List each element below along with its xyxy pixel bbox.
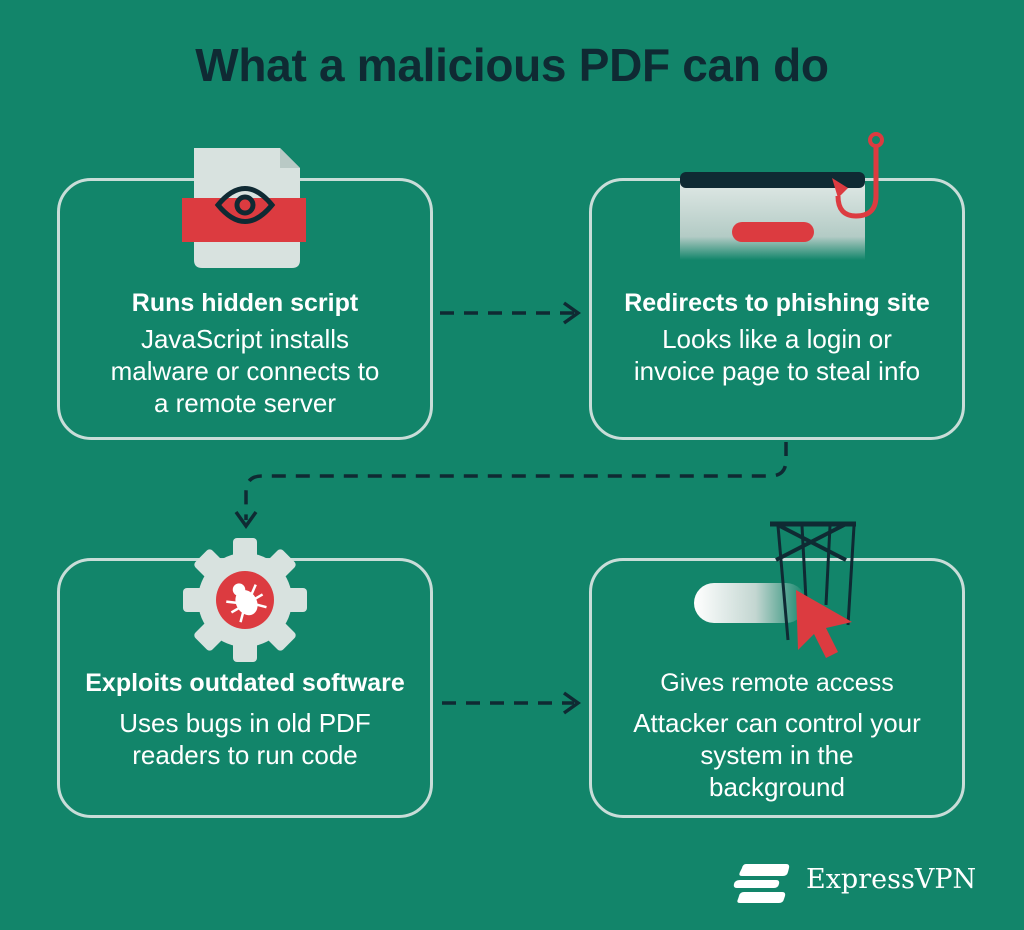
card-title: Gives remote access <box>660 669 894 697</box>
card-title: Redirects to phishing site <box>624 289 930 317</box>
card-description: Attacker can control your system in the … <box>633 708 921 802</box>
brand-name: ExpressVPN <box>806 864 977 895</box>
card-runs-hidden-script: Runs hidden script JavaScript installs m… <box>57 178 433 440</box>
connector-arrow-2-to-3 <box>244 442 788 520</box>
brand-logo: ExpressVPN <box>732 858 992 906</box>
expressvpn-logo-icon <box>733 864 790 903</box>
card-title: Exploits outdated software <box>85 669 405 697</box>
page-title: What a malicious PDF can do <box>195 39 829 91</box>
card-description: JavaScript installs malware or connects … <box>110 324 380 418</box>
connector-arrows <box>234 301 788 715</box>
card-description: Uses bugs in old PDF readers to run code <box>119 708 371 770</box>
eye-document-icon <box>182 148 306 268</box>
puppet-cursor-icon <box>694 521 856 658</box>
card-title: Runs hidden script <box>131 289 359 317</box>
bug-gear-icon <box>183 538 307 662</box>
card-description: Looks like a login or invoice page to st… <box>633 324 921 386</box>
phishing-hook-icon <box>680 132 884 260</box>
